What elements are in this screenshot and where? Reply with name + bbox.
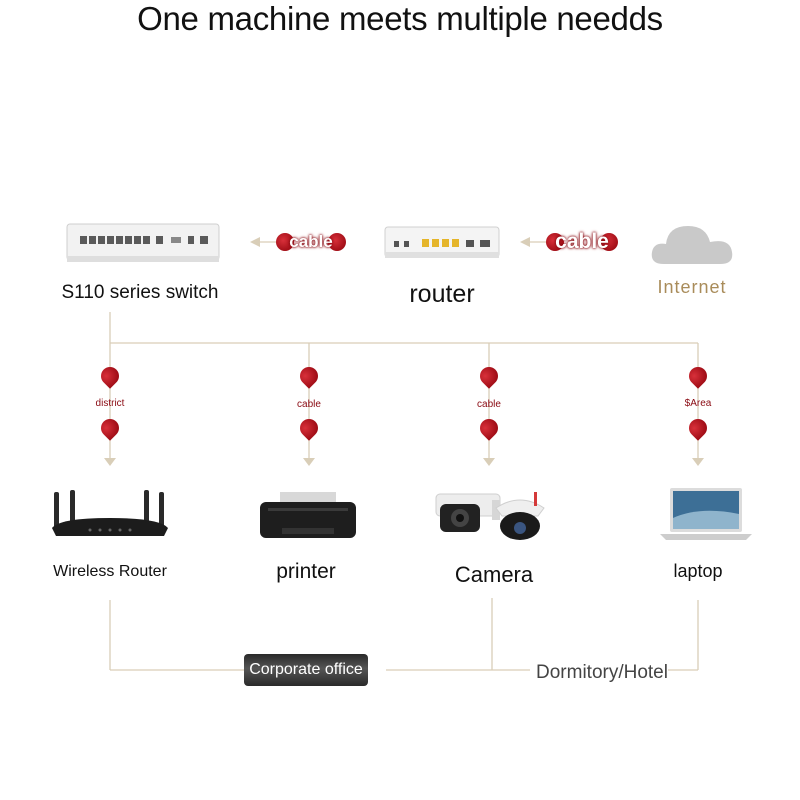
corporate-office-label: Corporate office (244, 654, 368, 686)
wireless-router-label: Wireless Router (53, 563, 167, 580)
wireless-router-icon (52, 490, 168, 536)
printer-label: printer (276, 560, 336, 583)
camera-icon (435, 492, 545, 540)
arrow-head-right (520, 237, 530, 247)
switch-icon (66, 223, 220, 262)
branch-tag-1: district (95, 398, 125, 409)
branch-tag-4: $Area (684, 398, 712, 409)
dormitory-hotel-label: Dormitory/Hotel (536, 662, 668, 683)
internet-label: Internet (657, 277, 727, 297)
branch-tag-3: cable (477, 399, 501, 410)
branch-tag-2: cable (297, 399, 321, 410)
cable-badge-right: cable (546, 230, 618, 253)
camera-label: Camera (454, 562, 534, 587)
page-title: One machine meets multiple needds (137, 0, 663, 37)
laptop-label: laptop (673, 561, 723, 581)
arrow-head-left (250, 237, 260, 247)
cable-badge-left: cable (276, 232, 346, 252)
arrow-head-b2 (303, 458, 315, 466)
arrow-head-b4 (692, 458, 704, 466)
router-icon (384, 226, 500, 258)
arrow-head-b3 (483, 458, 495, 466)
arrow-head-b1 (104, 458, 116, 466)
printer-icon (260, 492, 356, 538)
switch-label: S110 series switch (61, 282, 219, 303)
laptop-icon (660, 488, 752, 540)
cloud-icon (651, 226, 733, 264)
router-label: router (409, 280, 475, 308)
